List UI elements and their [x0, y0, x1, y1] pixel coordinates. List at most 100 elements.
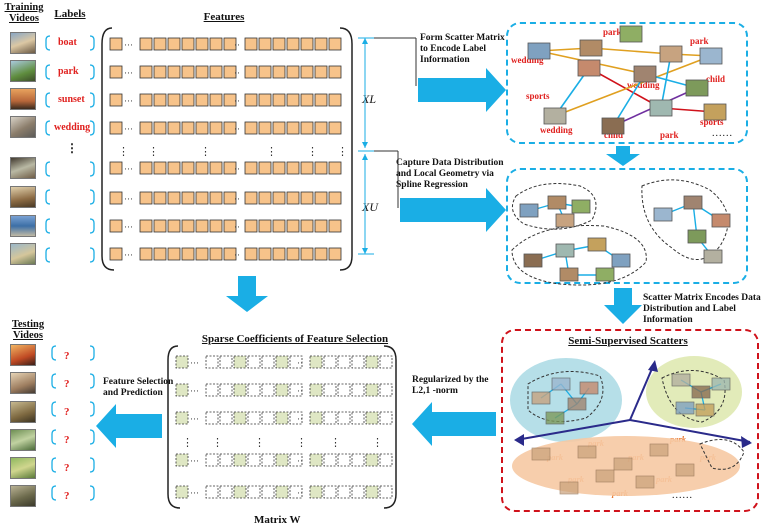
feature-cell [195, 65, 209, 79]
feature-cell [181, 93, 195, 107]
label-bracket-right [89, 373, 95, 389]
spline-regression-note: Capture Data Distribution and Local Geom… [396, 158, 504, 190]
row-dots: ··· [124, 194, 133, 204]
arrow-down-1 [606, 146, 640, 166]
feature-cell [209, 37, 223, 51]
zero-coefficient-cell [219, 411, 233, 425]
col-dots: ⋮ [330, 437, 341, 449]
feature-cell [314, 161, 328, 175]
feature-cell [244, 121, 258, 135]
graph-label-wedding: wedding [627, 80, 660, 90]
graph-label-park: park [603, 27, 622, 37]
feature-cell [328, 93, 342, 107]
geometry-node-thumb [595, 267, 615, 282]
feature-cell [153, 65, 167, 79]
col-dots: ⋮ [212, 437, 223, 449]
label-bracket-right [89, 485, 95, 501]
feature-cell [272, 93, 286, 107]
testing-videos-heading: Testing Videos [11, 319, 45, 341]
row-dots: ·· [234, 250, 240, 260]
feature-cell [109, 65, 123, 79]
feature-cell [300, 121, 314, 135]
feature-cell [181, 219, 195, 233]
label-bracket-left [51, 457, 57, 473]
axis-arrowhead [741, 436, 752, 448]
selected-coefficient-cell [309, 383, 323, 397]
feature-cell [244, 37, 258, 51]
zero-coefficient-cell [289, 355, 303, 369]
axis-arrowhead [514, 434, 524, 446]
dimension-arrowhead [362, 142, 368, 148]
park-node-thumb [613, 457, 633, 471]
selected-coefficient-cell [233, 411, 247, 425]
training-video-thumb [10, 157, 36, 179]
zero-coefficient-cell [351, 453, 365, 467]
graph-node-thumb [633, 65, 657, 83]
feature-cell [209, 121, 223, 135]
feature-cell [272, 37, 286, 51]
feature-cell [300, 65, 314, 79]
training-video-thumb [10, 88, 36, 110]
feature-cell [167, 121, 181, 135]
graph-label-wedding: wedding [540, 125, 573, 135]
selected-coefficient-cell [365, 411, 379, 425]
label-bracket-right [89, 247, 95, 263]
feature-cell [286, 37, 300, 51]
feature-cell [139, 219, 153, 233]
label-bracket-left [45, 92, 51, 108]
feature-cell [286, 65, 300, 79]
matrix-w-bracket-left [167, 345, 181, 509]
zero-coefficient-cell [337, 453, 351, 467]
zero-coefficient-cell [323, 453, 337, 467]
feature-cell [139, 161, 153, 175]
label-wedding: wedding [54, 122, 91, 133]
feature-cell [258, 161, 272, 175]
selected-coefficient-cell [365, 485, 379, 499]
graph-label-sports: sports [526, 91, 550, 101]
selected-coefficient-cell [309, 485, 323, 499]
graph-node-thumb [649, 99, 673, 117]
prediction-unknown: ? [64, 350, 70, 362]
feature-cell [139, 121, 153, 135]
feature-cell [258, 37, 272, 51]
row-dots: ·· [297, 358, 303, 368]
features-heading: Features [203, 11, 245, 23]
label-bracket-left [45, 161, 51, 177]
selected-coefficient-cell [365, 383, 379, 397]
row-dots: ·· [234, 164, 240, 174]
label-bracket-left [45, 218, 51, 234]
row-dots: ··· [124, 124, 133, 134]
feature-cell [244, 93, 258, 107]
label-bracket-left [51, 345, 57, 361]
zero-coefficient-cell [351, 383, 365, 397]
feature-cell [109, 161, 123, 175]
cluster-outline [641, 179, 729, 260]
feature-cell [286, 191, 300, 205]
zero-coefficient-cell [323, 411, 337, 425]
zero-coefficient-cell [351, 355, 365, 369]
feature-cell [328, 65, 342, 79]
arrow-down-2 [604, 288, 642, 324]
feature-cell [314, 37, 328, 51]
row-dots: ·· [297, 488, 303, 498]
park-node-thumb [531, 447, 551, 461]
feature-cell [181, 161, 195, 175]
selected-coefficient-cell [233, 453, 247, 467]
feature-cell [195, 161, 209, 175]
axis-line [515, 419, 631, 441]
axis-line [629, 363, 655, 421]
graph-node-thumb [543, 107, 567, 125]
geometry-node-thumb [711, 213, 731, 228]
feature-cell [167, 93, 181, 107]
feature-cell [223, 191, 237, 205]
feature-cell [223, 121, 237, 135]
row-dots: ·· [234, 194, 240, 204]
label-boat: boat [58, 37, 77, 48]
park-node-thumb [559, 481, 579, 495]
zero-coefficient-cell [261, 355, 275, 369]
matrix-bracket-right [339, 27, 353, 271]
feature-cell [244, 219, 258, 233]
row-dots: ··· [124, 40, 133, 50]
feature-cell [209, 219, 223, 233]
geometry-node-thumb [611, 253, 631, 268]
